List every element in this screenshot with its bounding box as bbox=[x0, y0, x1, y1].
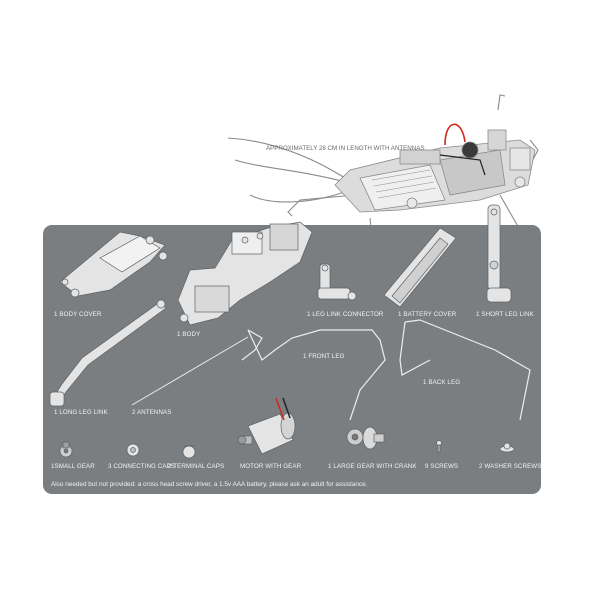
body-part bbox=[177, 221, 313, 326]
body-cover-part bbox=[59, 231, 168, 298]
label-back-leg: 1 BACK LEG bbox=[423, 379, 461, 386]
short-leg-link-part bbox=[486, 204, 512, 303]
long-leg-link-part bbox=[49, 299, 167, 407]
back-leg-wire bbox=[404, 319, 531, 421]
label-front-leg: 1 FRONT LEG bbox=[303, 353, 345, 360]
large-gear-with-crank-part bbox=[346, 426, 385, 450]
label-body-cover: 1 BODY COVER bbox=[54, 311, 102, 318]
length-annotation: APPROXIMATELY 28 CM IN LENGTH WITH ANTEN… bbox=[266, 145, 425, 152]
washer-screws-part bbox=[499, 442, 515, 453]
antenna-wire bbox=[131, 336, 249, 406]
front-leg-wire bbox=[247, 329, 386, 421]
battery-cover-part bbox=[383, 227, 457, 308]
motor-with-gear-part bbox=[237, 412, 296, 455]
label-leg-link-connector: 1 LEG LINK CONNECTOR bbox=[307, 311, 384, 318]
label-body: 1 BODY bbox=[177, 331, 201, 338]
label-screws: 9 SCREWS bbox=[425, 463, 459, 470]
requirements-footnote: Also needed but not provided: a cross he… bbox=[51, 481, 368, 488]
label-washer-screws: 2 WASHER SCREWS bbox=[479, 463, 542, 470]
label-antennas: 2 ANTENNAS bbox=[132, 409, 172, 416]
label-large-gear-with-crank: 1 LARGE GEAR WITH CRANK bbox=[328, 463, 417, 470]
label-battery-cover: 1 BATTERY COVER bbox=[398, 311, 457, 318]
label-small-gear: 1SMALL GEAR bbox=[51, 463, 95, 470]
screws-part bbox=[436, 440, 442, 453]
small-gear-part bbox=[59, 441, 73, 458]
label-motor-with-gear: MOTOR WITH GEAR bbox=[240, 463, 302, 470]
label-terminal-caps: 2 TERMINAL CAPS bbox=[168, 463, 225, 470]
label-short-leg-link: 1 SHORT LEG LINK bbox=[476, 311, 534, 318]
label-connecting-caps: 3 CONNECTING CAPS bbox=[108, 463, 176, 470]
connecting-caps-part bbox=[126, 443, 140, 457]
label-long-leg-link: 1 LONG LEG LINK bbox=[54, 409, 108, 416]
terminal-caps-part bbox=[182, 445, 196, 459]
leg-link-connector-part bbox=[317, 263, 357, 301]
